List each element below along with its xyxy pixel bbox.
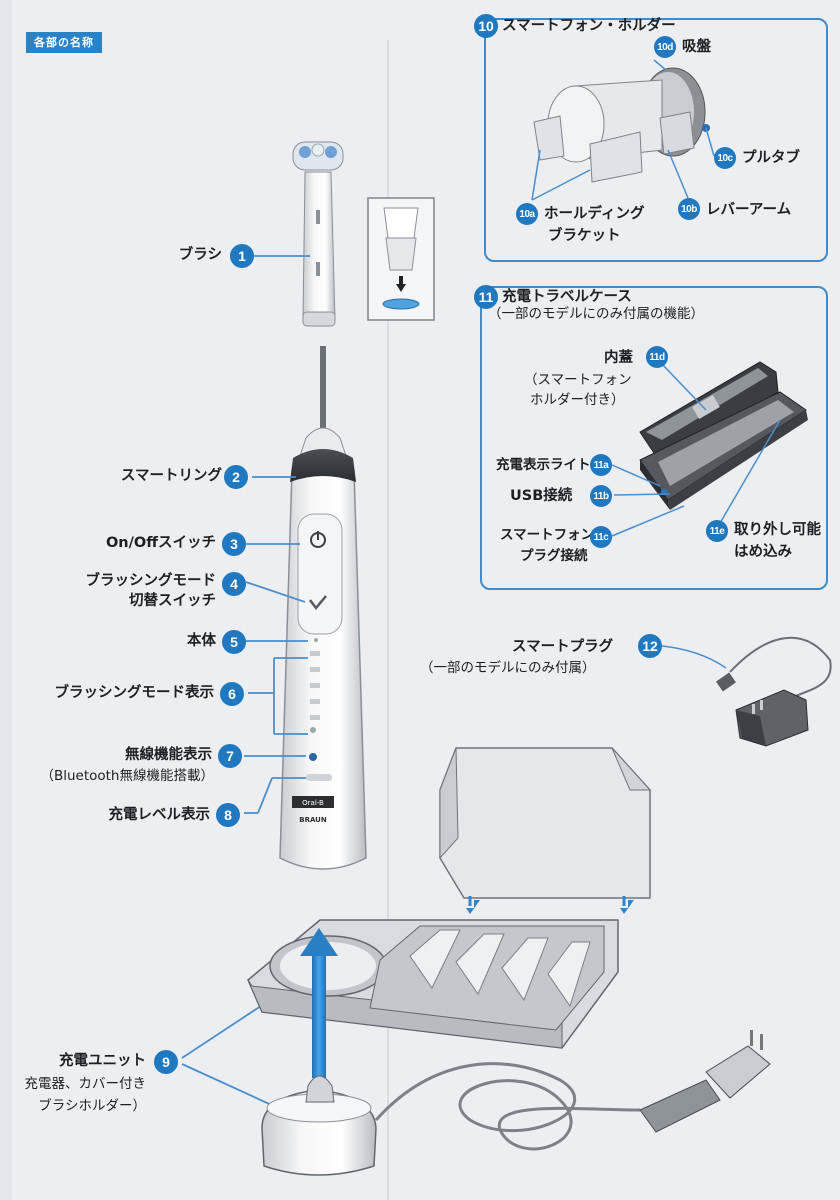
wireless-label: 無線機能表示 [125, 747, 212, 763]
callout-9: 9 [154, 1050, 178, 1074]
suction-cup-label: 吸盤 [682, 39, 711, 55]
charge-light-label: 充電表示ライト [496, 457, 591, 473]
callout-3: 3 [222, 532, 246, 556]
travel-case-title: 充電トラベルケース [502, 289, 632, 305]
inner-lid-note-2: ホルダー付き） [530, 392, 625, 408]
callout-5: 5 [222, 630, 246, 654]
callout-10d: 10d [654, 36, 676, 58]
callout-7: 7 [218, 744, 242, 768]
mode-switch-label-2: 切替スイッチ [129, 593, 216, 609]
usb-label: USB接続 [510, 488, 573, 504]
callout-2: 2 [224, 465, 248, 489]
holding-bracket-label-2: ブラケット [548, 228, 621, 244]
charger-label: 充電ユニット [59, 1053, 146, 1069]
inner-lid-label: 内蓋 [604, 350, 633, 366]
charger-note-2: ブラシホルダー） [38, 1098, 146, 1114]
inner-lid-note-1: （スマートフォン [524, 372, 632, 388]
body-label: 本体 [187, 633, 216, 649]
callout-1: 1 [230, 244, 254, 268]
plug-connection-label-2: プラグ接続 [520, 548, 588, 564]
callout-11e: 11e [706, 520, 728, 542]
callout-10b: 10b [678, 198, 700, 220]
callout-8: 8 [216, 803, 240, 827]
charging-base-drawing [247, 919, 619, 1049]
smartphone-holder-drawing [531, 59, 715, 201]
oralb-logo: Oral-B [302, 799, 324, 807]
holding-bracket-label-1: ホールディング [544, 206, 645, 222]
smart-plug-drawing [661, 636, 832, 747]
callout-10a: 10a [516, 203, 538, 225]
mode-switch-label-1: ブラッシングモード [85, 573, 217, 589]
plug-connection-label-1: スマートフォン [500, 527, 595, 543]
smartphone-holder-title: スマートフォン・ホルダー [502, 18, 676, 34]
callout-11d: 11d [646, 346, 668, 368]
callout-11a: 11a [590, 454, 612, 476]
travel-case-box [480, 286, 828, 590]
callout-10: 10 [474, 14, 498, 38]
callout-11c: 11c [590, 526, 612, 548]
toothbrush-handle-drawing: Oral-B BRAUN [279, 346, 367, 870]
smart-ring-label: スマートリング [120, 468, 222, 484]
travel-case-note: （一部のモデルにのみ付属の機能） [488, 306, 704, 322]
brush-label: ブラシ [178, 247, 222, 263]
brush-head-drawing [292, 141, 344, 327]
onoff-label: On/Offスイッチ [105, 535, 216, 551]
braun-logo: BRAUN [299, 816, 327, 824]
charger-drawing [261, 928, 771, 1176]
section-badge: 各部の名称 [26, 32, 102, 53]
wireless-note: （Bluetooth無線機能搭載） [40, 768, 214, 784]
smartphone-holder-box [484, 18, 828, 262]
callout-4: 4 [222, 572, 246, 596]
callout-6: 6 [220, 682, 244, 706]
lever-arm-label: レバーアーム [706, 202, 792, 218]
mode-display-label: ブラッシングモード表示 [54, 685, 215, 701]
charge-level-label: 充電レベル表示 [108, 807, 211, 823]
removable-label-2: はめ込み [734, 544, 792, 560]
callout-11b: 11b [590, 485, 612, 507]
charger-note-1: 充電器、カバー付き [24, 1076, 147, 1092]
callout-10c: 10c [714, 147, 736, 169]
brush-inset-drawing [367, 197, 435, 321]
pull-tab-label: プルタブ [742, 150, 800, 166]
removable-label-1: 取り外し可能 [734, 522, 821, 538]
smart-plug-note: （一部のモデルにのみ付属） [420, 660, 596, 676]
cover-drawing [439, 747, 652, 914]
travel-case-drawing [611, 361, 808, 537]
smart-plug-title: スマートプラグ [512, 639, 614, 655]
callout-11: 11 [474, 285, 498, 309]
callout-12: 12 [638, 634, 662, 658]
